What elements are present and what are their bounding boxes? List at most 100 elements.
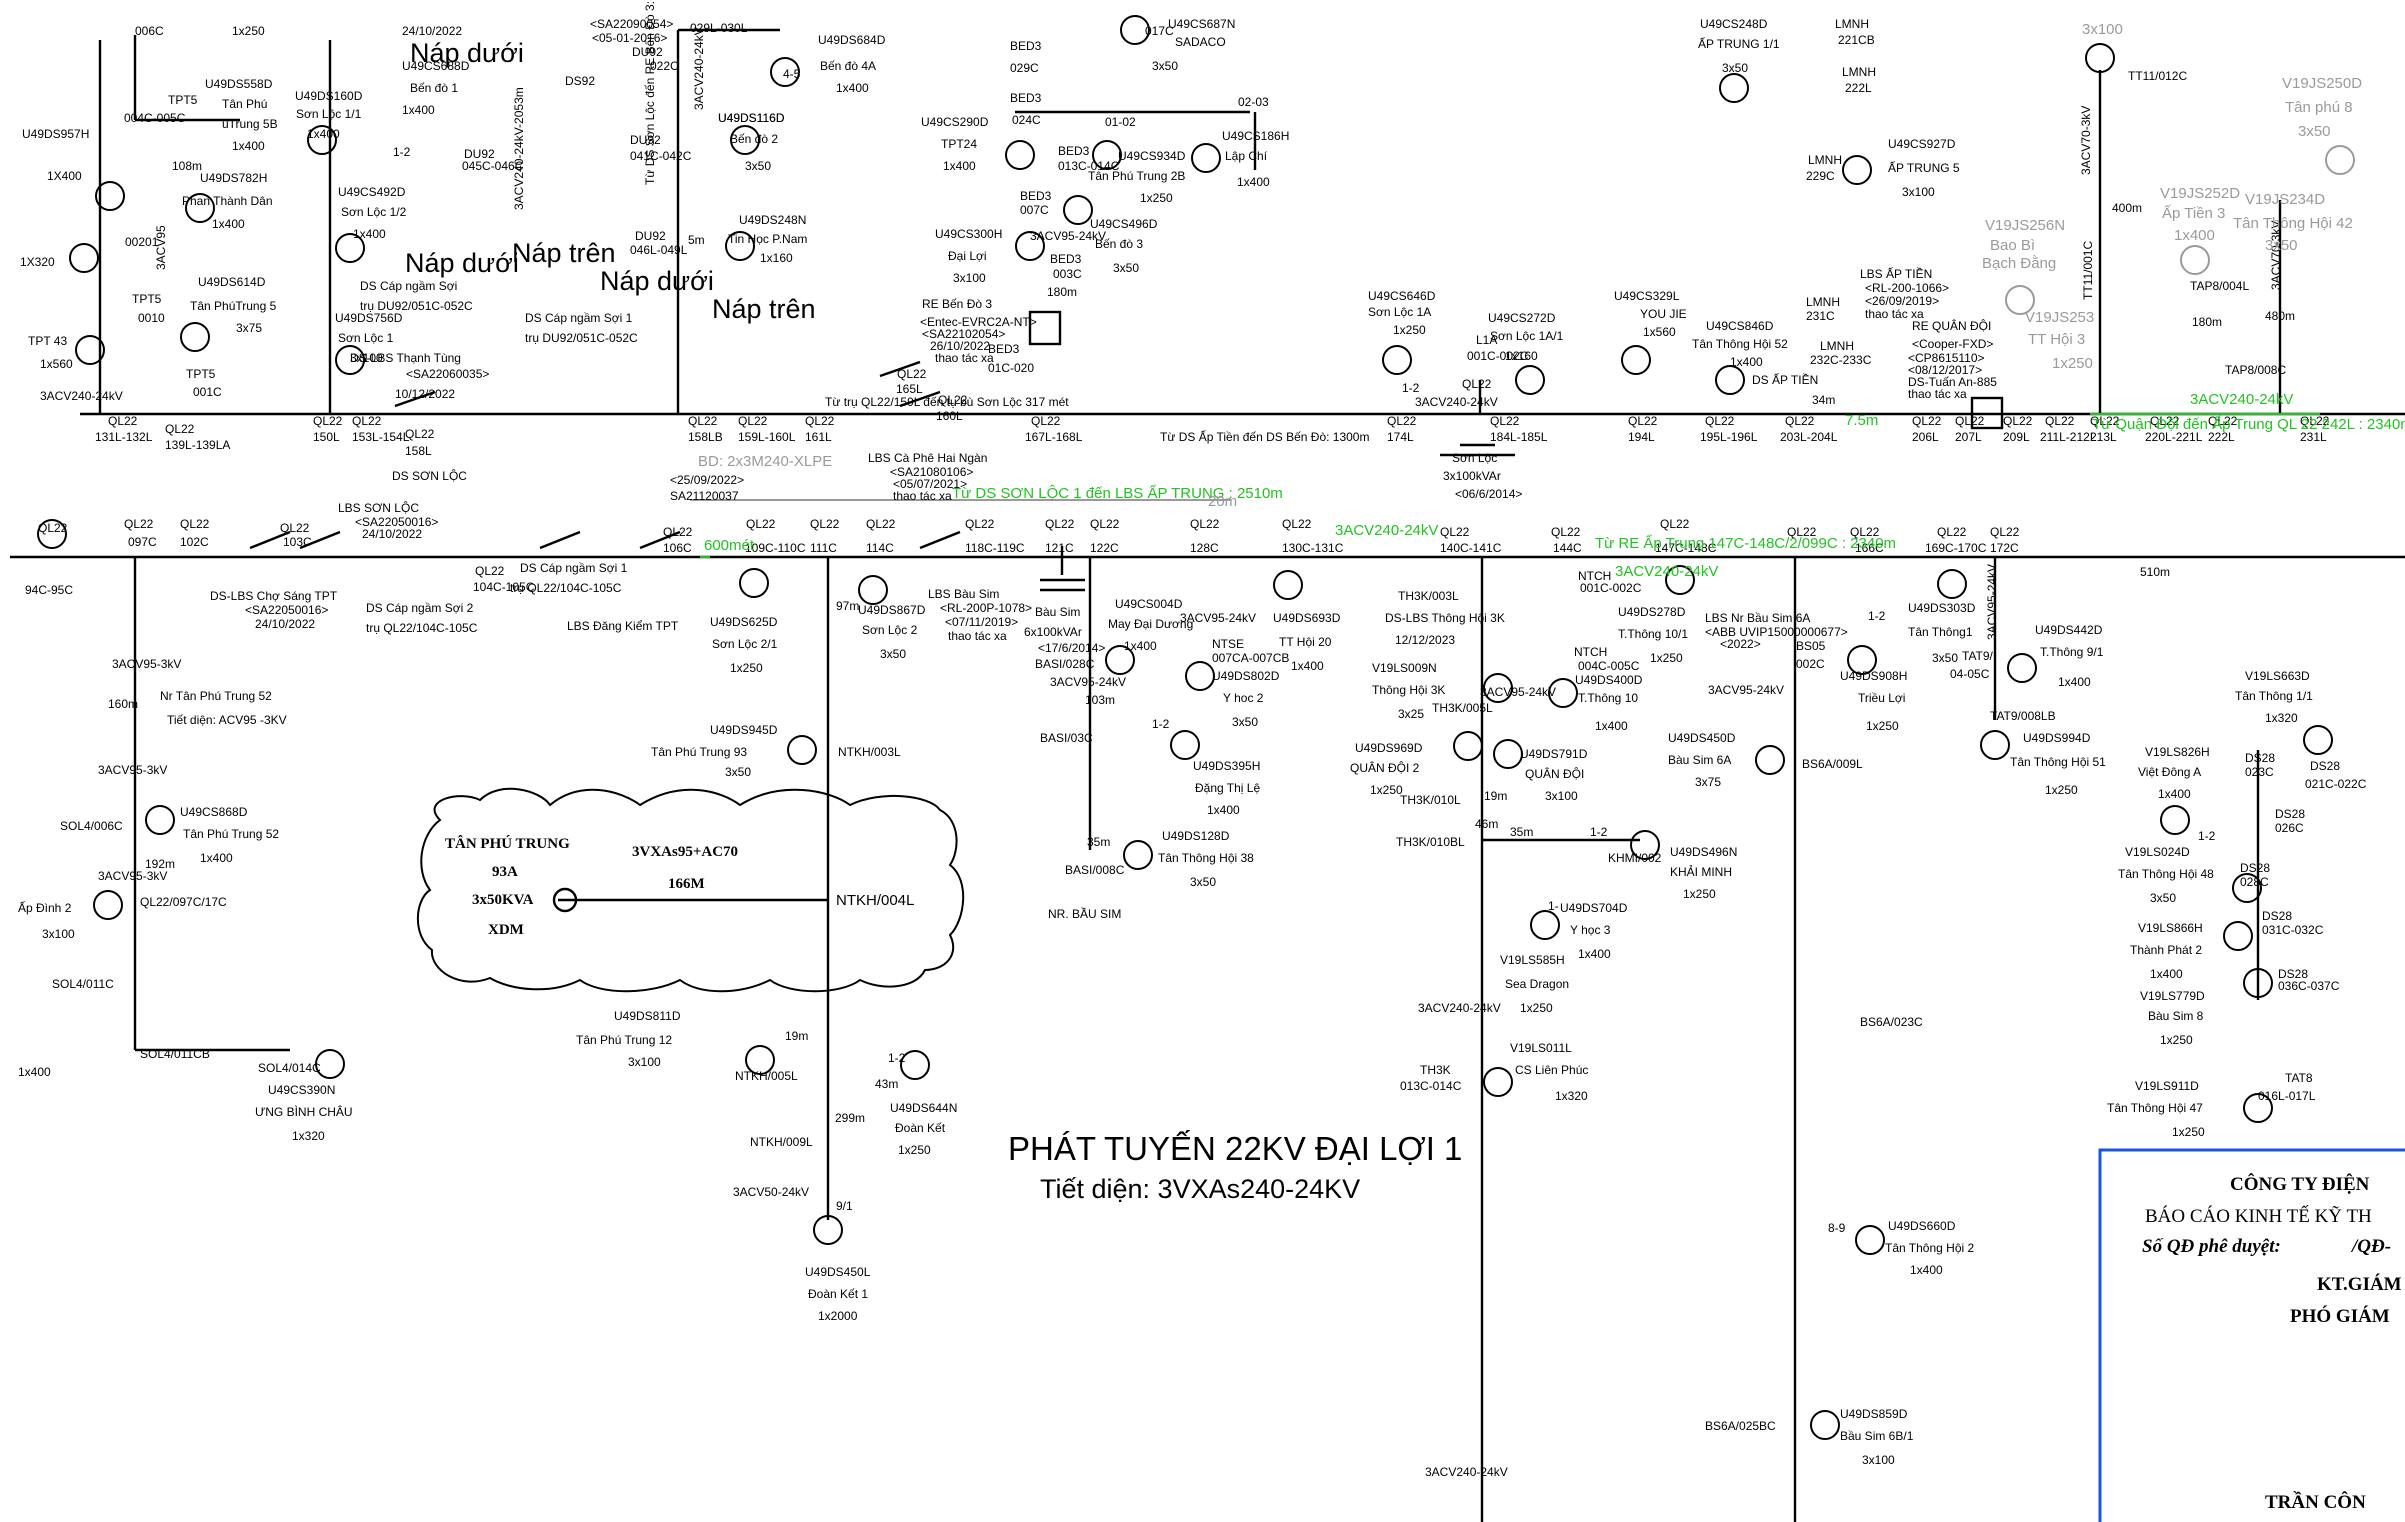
diagram-label: U49CS646D [1368, 289, 1436, 303]
diagram-label: 161L [805, 430, 832, 444]
diagram-label: TH3K/010L [1400, 793, 1461, 807]
diagram-label: V19LS663D [2245, 669, 2310, 683]
diagram-label: <RL-200P-1078> [940, 601, 1032, 615]
diagram-label: 007C [1020, 203, 1049, 217]
diagram-label: 195L-196L [1700, 430, 1758, 444]
diagram-label: 045C-046C [462, 159, 524, 173]
diagram-label: 3x75 [236, 321, 262, 335]
diagram-label: Ấp Đình 2 [18, 900, 72, 915]
grey-label: 3x50 [2298, 123, 2331, 140]
diagram-label: 1-2 [1152, 717, 1170, 731]
diagram-big-label: Náp dưới [410, 38, 524, 68]
diagram-label: 022C [650, 59, 679, 73]
diagram-label: SOL4/011CB [140, 1047, 210, 1061]
diagram-label: 24/10/2022 [255, 617, 315, 631]
diagram-label: Tân Thông Hội 51 [2010, 755, 2106, 769]
diagram-label: U49DS693D [1273, 611, 1341, 625]
diagram-label: QL22 [405, 427, 435, 441]
diagram-label: U49DS614D [198, 275, 266, 289]
diagram-label: <2022> [1720, 637, 1761, 651]
switch-symbols [249, 360, 1515, 592]
diagram-label: 3ACV95-24kV [1180, 611, 1256, 625]
diagram-label: BASI/03C [1040, 731, 1093, 745]
diagram-label: 192m [145, 857, 175, 871]
green-label-segment8: 7.5m [1845, 412, 1878, 429]
diagram-label: 102C [180, 535, 209, 549]
diagram-label: 400m [2112, 201, 2142, 215]
diagram-label: 3ACV240-24kV [1415, 395, 1498, 409]
diagram-label: 0010 [138, 311, 165, 325]
diagram-label: U49DS116D [718, 111, 785, 125]
diagram-label: 144C [1553, 541, 1582, 555]
diagram-label: QL22 [2003, 414, 2033, 428]
diagram-label: QL22 [352, 414, 382, 428]
diagram-label: QL22 [1787, 525, 1817, 539]
diagram-label: Bến đò 4A [820, 59, 876, 73]
diagram-label: TAT9/008LB [1990, 709, 2056, 723]
diagram-label: QL22 [1937, 525, 1967, 539]
diagram-label: Tin Học P.Nam [728, 232, 807, 246]
diagram-label: 3x100 [42, 927, 75, 941]
diagram-label: Tân PhúTrung 5 [190, 299, 277, 313]
diagram-label: 1x400 [212, 217, 245, 231]
diagram-label: 222L [1845, 81, 1872, 95]
diagram-label: 222L [2208, 430, 2235, 444]
diagram-label: Tân Thông 1/1 [2235, 689, 2313, 703]
diagram-label: 1x250 [1650, 651, 1683, 665]
diagram-label: SOL4/006C [60, 819, 123, 833]
diagram-subtitle: Tiết diện: 3VXAs240-24KV [1040, 1174, 1360, 1204]
diagram-label: 1x400 [1207, 803, 1240, 817]
diagram-label: <SA22050016> [245, 603, 328, 617]
diagram-label: V19LS011L [1510, 1041, 1572, 1055]
diagram-label: DU92 [464, 147, 495, 161]
diagram-label: 3x50 [1232, 715, 1258, 729]
diagram-label: 028C [2240, 875, 2269, 889]
diagram-label: U49CS934D [1118, 149, 1186, 163]
diagram-label: LBS Đăng Kiểm TPT [567, 619, 679, 633]
diagram-label: 3ACV95-24kV [1708, 683, 1784, 697]
diagram-label: 121C [1045, 541, 1074, 555]
diagram-label: BS05 [1796, 639, 1826, 653]
diagram-label: <25/09/2022> [670, 473, 744, 487]
diagram-label: 1x250 [730, 661, 763, 675]
cloud-cable: 3VXAs95+AC70 [632, 844, 738, 860]
diagram-label: 118C-119C [965, 541, 1025, 555]
diagram-label: 1x250 [1683, 887, 1716, 901]
diagram-label: 3x25 [1398, 707, 1424, 721]
diagram-label: <05-01-2016> [592, 31, 667, 45]
diagram-label: Sơn Lộc 1/2 [341, 205, 407, 219]
diagram-big-label: Náp dưới [600, 266, 714, 296]
diagram-label: BASI/028C [1035, 657, 1095, 671]
diagram-label: BED3 [1058, 144, 1090, 158]
diagram-label: ẤP TRUNG 1/1 [1698, 36, 1780, 51]
diagram-label: QL22 [738, 414, 768, 428]
diagram-label: QL22 [2090, 414, 2120, 428]
diagram-label: RE QUÂN ĐỘI [1912, 318, 1991, 333]
diagram-label: 34m [1812, 393, 1835, 407]
diagram-label: LMNH [1808, 153, 1842, 167]
diagram-label: 206L [1912, 430, 1939, 444]
diagram-label: QL22 [938, 393, 968, 407]
diagram-label: QL22 [1462, 377, 1492, 391]
diagram-label: Thông Hội 3K [1372, 683, 1445, 697]
diagram-label: 97m [836, 599, 859, 613]
diagram-label: 1x400 [1124, 639, 1157, 653]
grey-label: Tân phú 8 [2285, 99, 2353, 116]
diagram-label: LBS Nr Bầu Sim 6A [1705, 611, 1810, 625]
cloud-cap: 3x50KVA [472, 892, 534, 908]
diagram-label: DU92 [632, 45, 663, 59]
diagram-label: BS6A/009L [1802, 757, 1863, 771]
diagram-label: U49DS756D [335, 311, 403, 325]
grey-label: 1x250 [2052, 355, 2093, 372]
diagram-label: 3x75 [1695, 775, 1721, 789]
diagram-label: 114C [866, 541, 894, 555]
diagram-label: QL22 [1705, 414, 1735, 428]
diagram-vertical-label: Từ DS Sơn Lộc đến RE Bến Đò 3: 1319m [643, 0, 657, 185]
grey-label: V19JS256N [1985, 217, 2065, 234]
diagram-label: 211L-212L [2040, 430, 2097, 444]
diagram-label: 3x50 [1932, 651, 1958, 665]
diagram-label: T.Thông 10 [1578, 691, 1638, 705]
diagram-label: TPT24 [941, 137, 977, 151]
diagram-label: QL22 [1090, 517, 1120, 531]
diagram-label: 031C-032C [2262, 923, 2324, 937]
